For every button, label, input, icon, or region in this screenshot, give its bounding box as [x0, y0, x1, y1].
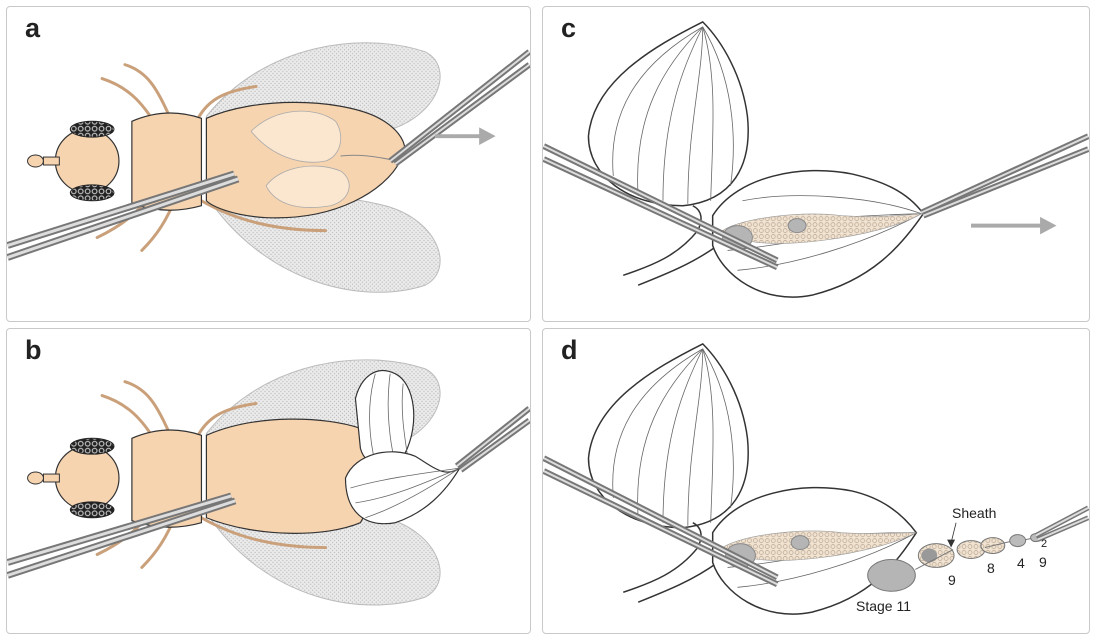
- arrow-icon: [971, 218, 1055, 234]
- ovary-illustration: [543, 7, 1089, 321]
- stage-11-label: Stage 11: [856, 599, 911, 613]
- stage-8-label: 8: [987, 561, 995, 575]
- panel-b: b: [6, 328, 531, 634]
- panel-c: c: [542, 6, 1090, 322]
- stage-9-label: 9: [948, 573, 956, 587]
- panel-d: d Sheath Stage 11 9 8 4 9 2: [542, 328, 1090, 634]
- panel-letter: d: [561, 337, 578, 364]
- panel-letter: b: [25, 337, 42, 364]
- stage-4-label: 4: [1017, 556, 1025, 570]
- panel-letter: c: [561, 15, 576, 42]
- ovary-illustration: [543, 329, 1089, 633]
- fly-illustration: [7, 7, 530, 321]
- stage-9b-label: 9: [1039, 555, 1047, 569]
- fly-illustration: [7, 329, 530, 633]
- panel-letter: a: [25, 15, 40, 42]
- stage-2-label: 2: [1041, 539, 1047, 550]
- panel-a: a: [6, 6, 531, 322]
- sheath-label: Sheath: [952, 506, 996, 520]
